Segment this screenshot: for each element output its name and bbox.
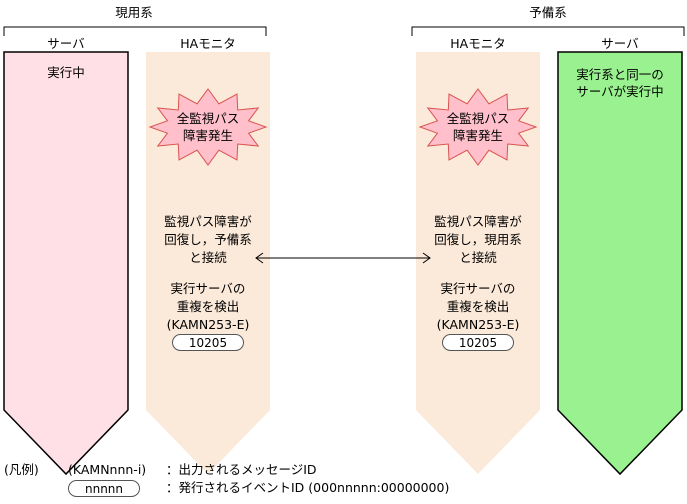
active-detect-line1: 実行サーバの: [170, 281, 246, 296]
standby-recover-line3: と接続: [459, 250, 497, 265]
standby-recover-line2: 回復し，現用系: [434, 232, 522, 247]
standby-detect-line1: 実行サーバの: [440, 281, 516, 296]
active-burst-line2: 障害発生: [182, 128, 233, 143]
standby-burst-line1: 全監視パス: [446, 111, 510, 126]
standby-server-column: [557, 51, 683, 476]
active-group-bracket: [3, 26, 267, 36]
standby-event-id-pill: 10205: [442, 334, 514, 351]
active-server-status: 実行中: [47, 65, 85, 80]
standby-burst-shape: [418, 88, 538, 166]
standby-recover-line1: 監視パス障害が: [434, 214, 522, 229]
legend-event-sample: nnnnn: [68, 480, 140, 497]
standby-server-status-line1: 実行系と同一の: [576, 67, 664, 82]
active-event-id-pill: 10205: [172, 334, 244, 351]
standby-ha-column: [416, 52, 540, 474]
standby-message-id: (KAMN253-E): [436, 317, 520, 332]
active-recover-line2: 回復し，予備系: [164, 232, 252, 247]
standby-server-header: サーバ: [601, 36, 639, 51]
standby-group-bracket: [411, 26, 685, 36]
legend-label: (凡例): [4, 462, 39, 477]
connection-arrow: [255, 252, 431, 264]
active-burst-line1: 全監視パス: [176, 111, 240, 126]
active-group-title: 現用系: [115, 5, 153, 20]
standby-detect-line2: 重複を検出: [446, 299, 510, 314]
active-detect-line2: 重複を検出: [176, 299, 240, 314]
active-message-id: (KAMN253-E): [166, 317, 250, 332]
active-recover-line3: と接続: [189, 250, 227, 265]
active-recover-line1: 監視パス障害が: [164, 214, 252, 229]
standby-burst-line2: 障害発生: [452, 128, 503, 143]
standby-ha-header: HAモニタ: [450, 36, 506, 51]
active-ha-column: [146, 52, 270, 474]
legend-message-sample: (KAMNnnn-i): [68, 462, 147, 477]
active-server-column: [3, 51, 129, 476]
standby-group-title: 予備系: [529, 5, 567, 20]
active-ha-header: HAモニタ: [180, 36, 236, 51]
legend-message-desc: ：出力されるメッセージID: [166, 462, 317, 477]
active-server-header: サーバ: [47, 36, 85, 51]
active-burst-shape: [148, 88, 268, 166]
legend-event-desc: ：発行されるイベントID (000nnnnn:00000000): [166, 480, 450, 495]
standby-server-status-line2: サーバが実行中: [576, 84, 664, 99]
